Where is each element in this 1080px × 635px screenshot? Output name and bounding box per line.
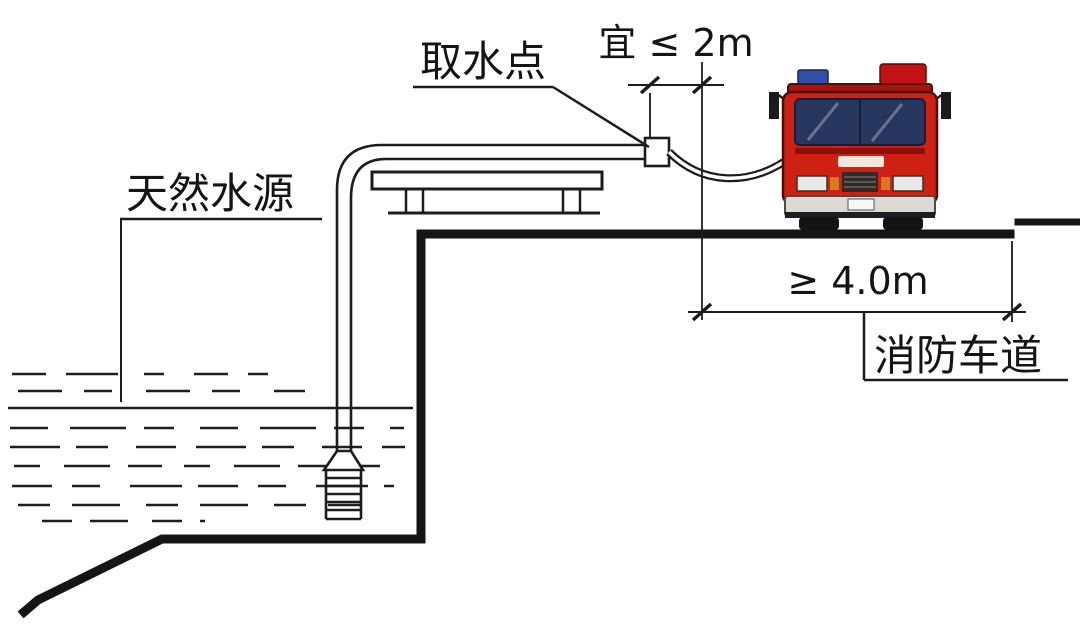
headlight-right bbox=[892, 175, 924, 192]
intake-coupling bbox=[643, 136, 671, 168]
truck-logo-plate bbox=[838, 156, 884, 167]
cowl-stripe bbox=[795, 148, 925, 154]
windshield-glare bbox=[870, 103, 904, 142]
suction-pipe bbox=[335, 143, 650, 453]
water-source-callout bbox=[120, 217, 322, 402]
intake-point-callout bbox=[413, 85, 650, 149]
platform-deck bbox=[370, 170, 604, 191]
ground-outline bbox=[17, 218, 1080, 619]
intake-point-label: 取水点 bbox=[420, 38, 546, 85]
windshield-glare bbox=[806, 102, 840, 141]
wheel-left bbox=[799, 217, 839, 230]
clearance-dimension bbox=[628, 62, 724, 320]
water-hatching bbox=[8, 372, 413, 523]
fire-truck bbox=[769, 63, 951, 230]
embankment-profile bbox=[17, 229, 1015, 619]
lane-width-label: ≥ 4.0m bbox=[787, 259, 928, 303]
fire-lane-callout bbox=[862, 312, 1068, 382]
intake-platform bbox=[370, 170, 604, 215]
headlight-left bbox=[796, 175, 828, 192]
clearance-dimension-label: 宜 ≤ 2m bbox=[598, 21, 753, 65]
dimension-tick bbox=[691, 302, 713, 322]
mirror-left bbox=[769, 92, 779, 119]
wheel-right bbox=[883, 217, 923, 230]
dimension-tick bbox=[639, 75, 661, 95]
beacon-light-red bbox=[879, 63, 927, 86]
turn-signal-left bbox=[830, 177, 839, 190]
suction-strainer bbox=[321, 449, 366, 521]
bumper-strip bbox=[785, 212, 935, 218]
water-source-label: 天然水源 bbox=[126, 170, 294, 217]
mirror-right bbox=[941, 92, 951, 119]
license-plate bbox=[847, 198, 875, 211]
pipe-inner-line bbox=[349, 157, 650, 453]
lane-width-dimension bbox=[688, 241, 1026, 322]
callout-leader bbox=[552, 85, 650, 149]
turn-signal-right bbox=[881, 177, 890, 190]
pipe-outer-line bbox=[335, 143, 650, 453]
strainer-bell bbox=[321, 449, 366, 472]
fire-lane-label: 消防车道 bbox=[874, 332, 1042, 379]
